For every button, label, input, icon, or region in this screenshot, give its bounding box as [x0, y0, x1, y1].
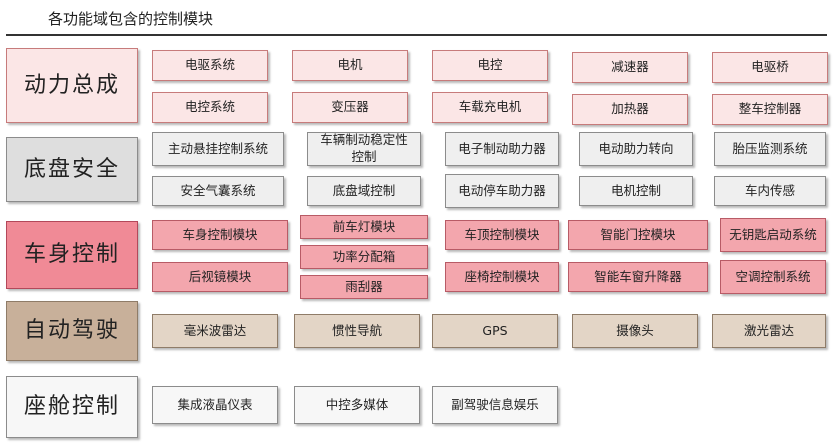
module-box: 激光雷达	[712, 314, 826, 348]
module-box: 座椅控制模块	[445, 262, 559, 292]
title-divider	[6, 34, 827, 36]
module-box: 电机	[292, 50, 408, 81]
module-box: 空调控制系统	[720, 260, 826, 294]
module-box: 集成液晶仪表	[152, 386, 278, 424]
module-box: 中控多媒体	[294, 386, 420, 424]
module-box: 功率分配箱	[300, 245, 428, 269]
module-box: 胎压监测系统	[714, 132, 826, 166]
module-box: 后视镜模块	[152, 262, 288, 292]
category-body-control: 车身控制	[6, 221, 138, 289]
module-box: 智能门控模块	[568, 220, 708, 250]
module-box: 电控系统	[152, 92, 268, 123]
module-box: 电控	[432, 50, 548, 81]
module-box: 电机控制	[579, 176, 693, 206]
module-box: 减速器	[572, 52, 688, 83]
module-box: 智能车窗升降器	[568, 262, 708, 292]
module-box: 摄像头	[572, 314, 698, 348]
module-box: 电驱桥	[712, 52, 828, 83]
module-box: 底盘域控制	[307, 176, 421, 206]
module-box: 电驱系统	[152, 50, 268, 81]
module-box: 电子制动助力器	[445, 132, 559, 166]
category-powertrain: 动力总成	[6, 48, 138, 123]
module-box: 毫米波雷达	[152, 314, 278, 348]
module-box: 前车灯模块	[300, 215, 428, 239]
module-box: GPS	[432, 314, 558, 348]
module-box: 副驾驶信息娱乐	[432, 386, 558, 424]
module-box: 整车控制器	[712, 94, 828, 125]
module-box: 车辆制动稳定性控制	[307, 132, 421, 166]
module-box: 车内传感	[714, 176, 826, 206]
module-box: 雨刮器	[300, 275, 428, 299]
category-cockpit-control: 座舱控制	[6, 376, 138, 438]
module-box: 安全气囊系统	[152, 176, 284, 206]
module-box: 电动助力转向	[579, 132, 693, 166]
module-box: 主动悬挂控制系统	[152, 132, 284, 166]
module-box: 变压器	[292, 92, 408, 123]
module-box: 车载充电机	[432, 92, 548, 123]
module-box: 车身控制模块	[152, 220, 288, 250]
module-box: 惯性导航	[294, 314, 420, 348]
module-box: 无钥匙启动系统	[720, 218, 826, 252]
module-box: 电动停车助力器	[445, 174, 559, 208]
module-box: 车顶控制模块	[445, 220, 559, 250]
category-autonomous-driving: 自动驾驶	[6, 301, 138, 361]
category-chassis-safety: 底盘安全	[6, 137, 138, 202]
module-box: 加热器	[572, 94, 688, 125]
page-title: 各功能域包含的控制模块	[48, 10, 214, 28]
